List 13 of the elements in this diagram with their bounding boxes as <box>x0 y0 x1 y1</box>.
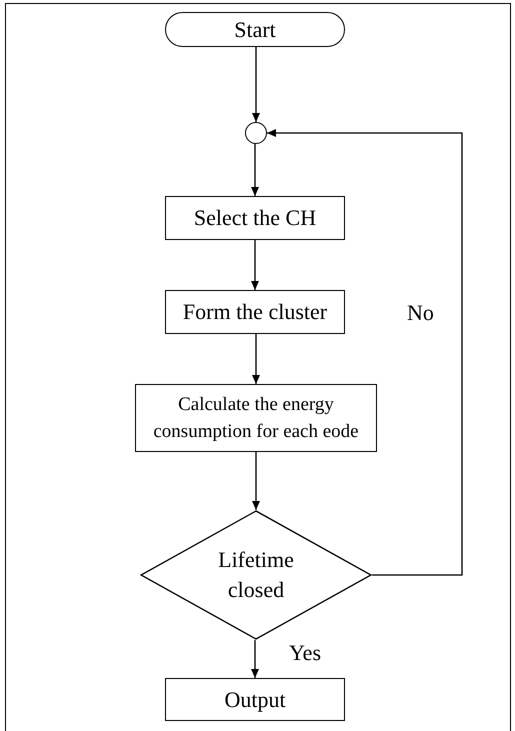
arrow <box>252 452 260 510</box>
arrow <box>267 129 463 576</box>
process-box: Calculate the energy consumption for each eode <box>135 384 377 452</box>
process-box: Form the cluster <box>165 290 345 334</box>
arrow <box>251 240 259 290</box>
terminal-box: Start <box>165 12 345 47</box>
process-box: Output <box>165 678 345 721</box>
arrow <box>252 334 260 384</box>
decision-text: Lifetime closed <box>217 546 295 604</box>
arrow <box>251 144 259 196</box>
arrow <box>252 47 260 122</box>
process-box: Select the CH <box>165 196 345 240</box>
arrow <box>251 640 259 678</box>
